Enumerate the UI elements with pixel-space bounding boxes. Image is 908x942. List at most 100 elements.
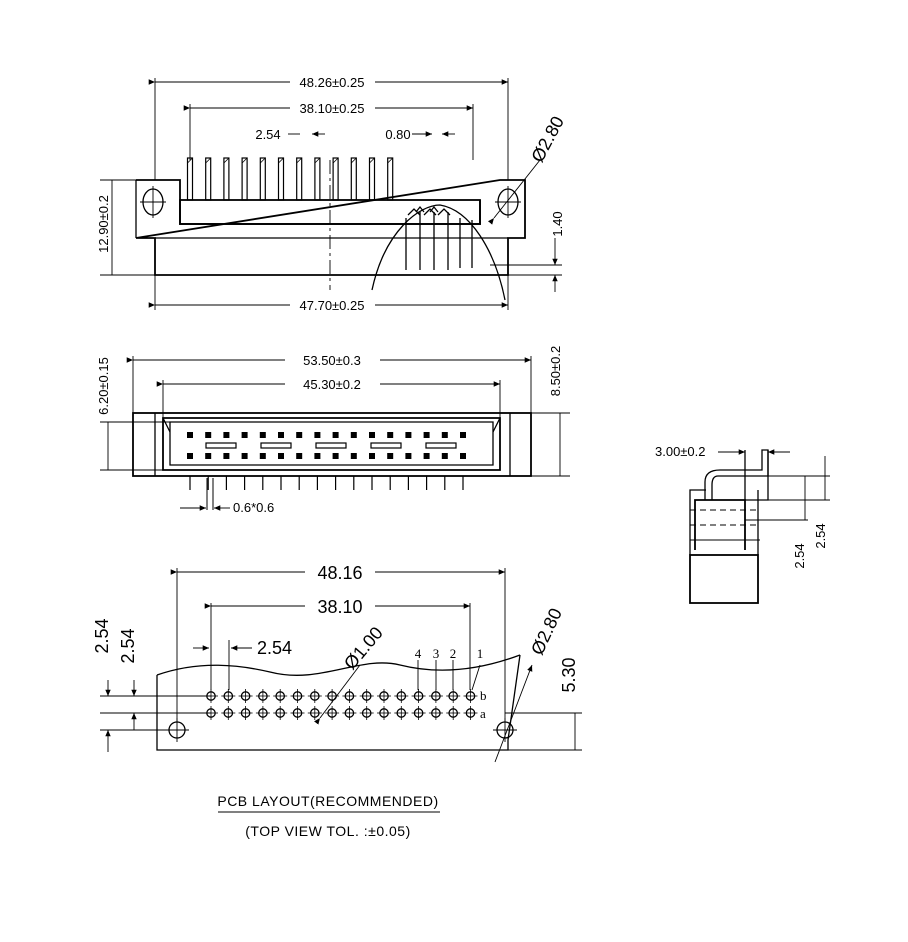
contact-square [423,432,430,438]
front-view: 48.26±0.25 38.10±0.25 2.54 0.80 Ø2.80 12… [96,75,568,313]
front-pin-tip [332,157,339,164]
contact-square [187,432,193,438]
front-pin-tip [241,157,248,164]
front-view-pins [186,157,394,201]
front-pin-tip [351,157,357,164]
polarization-slot [370,442,402,449]
contact-square [314,432,321,438]
front-dim-pitch: 2.54 [255,127,280,142]
contact-square [350,453,357,459]
pcb-dim-height: 5.30 [559,657,579,692]
front-pin-tip [387,157,393,164]
polarization-slot [315,442,347,449]
front-pin [241,157,248,201]
contact-square [387,432,394,438]
pin-number-1: 1 [477,646,484,661]
contact-square [296,432,303,438]
pcb-dim-row-pitch-a: 2.54 [92,618,112,653]
contact-square [350,432,357,438]
contact-square [332,432,339,438]
pcb-dim-pin-hole: Ø1.00 [340,623,387,673]
top-body-outer [132,412,532,477]
top-view-pins [189,476,464,510]
front-pin [350,157,357,201]
top-view-contacts [187,432,466,459]
contact-square [441,453,448,459]
contact-square [259,453,266,459]
pin-number-2: 2 [450,646,457,661]
front-pin-tip [296,157,302,164]
contact-square [369,453,375,459]
pcb-dim-hole-span: 48.16 [317,563,362,583]
front-dim-base: 47.70±0.25 [300,298,365,313]
polarization-slot [425,442,457,449]
top-body-inner [162,417,501,471]
side-dim-pitch-b: 2.54 [813,523,828,548]
top-dim-overall: 53.50±0.3 [303,353,361,368]
front-detail-pins [405,205,473,270]
pcb-dim-row-pitch-b: 2.54 [118,628,138,663]
contact-square [332,453,339,459]
contact-square [241,453,248,459]
contact-square [296,453,303,459]
contact-square [187,453,193,459]
contact-square [205,453,212,459]
front-pin [368,157,376,201]
front-pin [314,157,321,201]
contact-square [205,432,212,438]
front-dim-pin-span: 38.10±0.25 [300,101,365,116]
front-dim-overall: 48.26±0.25 [300,75,365,90]
pin-number-4: 4 [415,646,422,661]
front-pin-tip [278,157,284,164]
front-pin-tip [369,157,375,164]
contact-square [278,432,284,438]
pcb-caption-subtitle: (TOP VIEW TOL. :±0.05) [245,823,410,839]
side-base [689,554,759,604]
contact-square [241,432,248,438]
top-dim-total-depth: 8.50±0.2 [548,346,563,397]
front-pin [332,157,339,201]
contact-square [259,432,266,438]
front-pin [205,157,212,201]
contact-square [223,453,230,459]
pcb-pin-number-labels: 4 3 2 1 [415,646,484,691]
pcb-break-line [156,654,521,676]
front-pin [296,157,303,201]
contact-square [278,453,284,459]
top-dim-pin-section: 0.6*0.6 [233,500,274,515]
side-dim-width: 3.00±0.2 [655,444,706,459]
front-pin-tip [260,157,266,164]
front-pin [277,157,285,201]
front-detail-arc [371,204,506,301]
contact-square [314,453,321,459]
front-pin-tip [205,157,211,164]
contact-square [387,453,394,459]
top-dim-depth: 6.20±0.15 [96,357,111,415]
pcb-dim-pitch: 2.54 [257,638,292,658]
front-dim-hole: Ø2.80 [527,113,568,166]
pcb-pin-holes [204,689,478,720]
pcb-dim-mount-hole: Ø2.80 [527,605,566,658]
pcb-caption-title: PCB LAYOUT(RECOMMENDED) [217,793,438,809]
contact-square [460,432,466,438]
front-body-outline [135,179,526,276]
front-dim-offset: 1.40 [550,211,565,236]
row-label-a: a [480,706,486,721]
front-pin [223,157,230,201]
front-pin [259,157,266,201]
front-pin-tip [314,157,321,164]
front-pin-tip [187,157,193,164]
contact-square [460,453,466,459]
front-pin [387,157,394,201]
front-pin-tip [223,157,230,164]
top-view: 53.50±0.3 45.30±0.2 6.20±0.15 8.50±0.2 0… [96,346,570,515]
polarization-slot [260,442,292,449]
top-dim-inner: 45.30±0.2 [303,377,361,392]
side-view: 3.00±0.2 2.54 2.54 [655,444,830,604]
contact-square [423,453,430,459]
contact-square [441,432,448,438]
pcb-layout-view: 48.16 38.10 2.54 Ø1.00 Ø2.80 4 3 2 1 b a [92,563,582,839]
contact-square [369,432,375,438]
polarization-slot [205,442,237,449]
